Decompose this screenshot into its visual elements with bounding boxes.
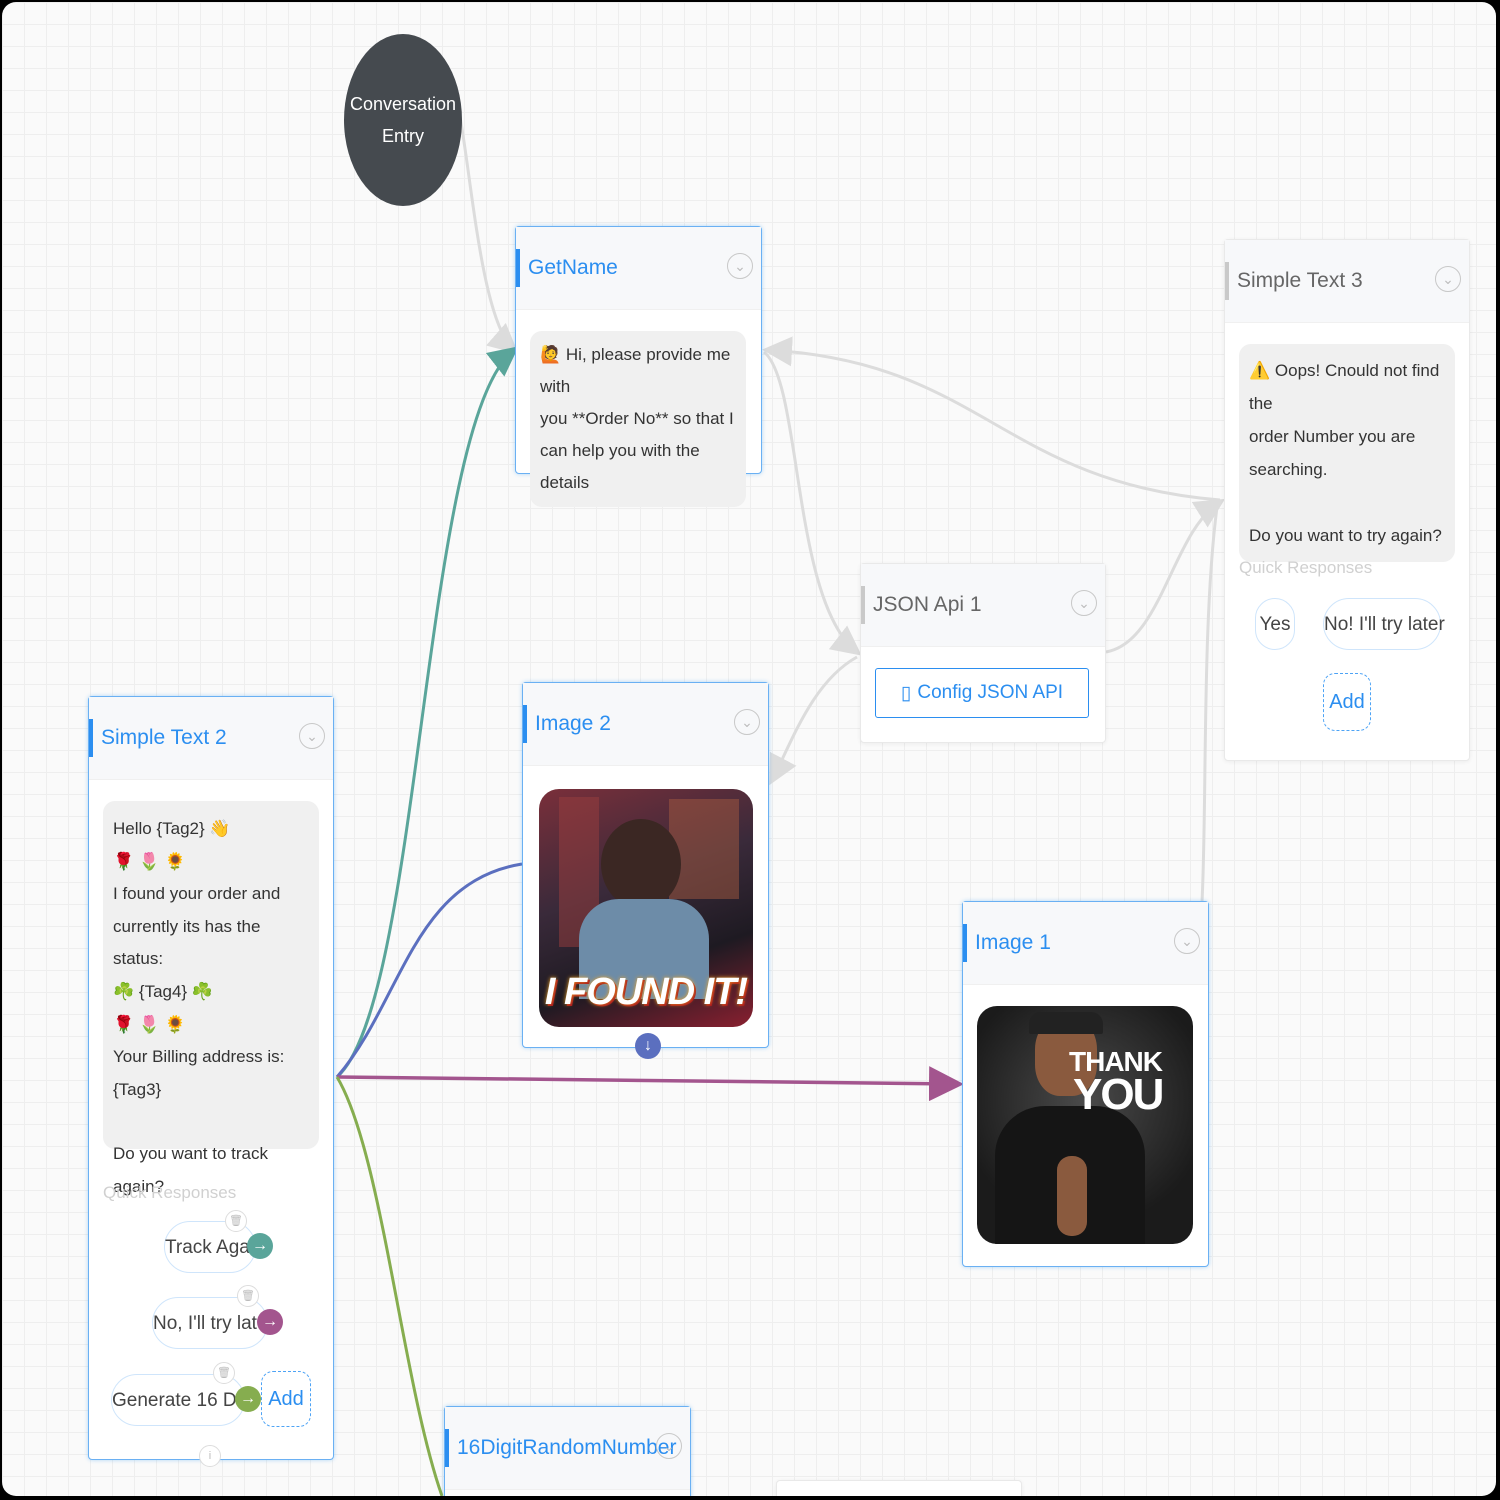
arrow-right-icon[interactable]: → bbox=[257, 1309, 283, 1335]
node-title: GetName bbox=[528, 256, 618, 279]
edge-getname-json bbox=[762, 350, 862, 656]
message-bubble: 🙋 Hi, please provide me with you **Order… bbox=[530, 331, 746, 507]
entry-label-line2: Entry bbox=[381, 126, 424, 146]
node-title: Image 2 bbox=[535, 712, 611, 735]
chevron-down-icon[interactable]: ⌄ bbox=[1071, 590, 1097, 616]
chevron-down-icon[interactable]: ⌄ bbox=[1174, 928, 1200, 954]
edge-st3-getname bbox=[762, 336, 1221, 502]
chevron-down-icon[interactable]: ⌄ bbox=[1435, 266, 1461, 292]
edge-st2-image2 bbox=[335, 862, 523, 1078]
node-header[interactable]: Image 2 ⌄ bbox=[523, 683, 768, 766]
response-yes[interactable]: Yes bbox=[1255, 598, 1295, 650]
node-header[interactable]: Simple Text 3 ⌄ bbox=[1225, 240, 1469, 323]
node-header[interactable]: 16DigitRandomNumber ⌄ bbox=[445, 1407, 690, 1490]
conversation-entry-node[interactable]: Conversation Entry bbox=[344, 34, 462, 206]
node-header[interactable]: GetName ⌄ bbox=[516, 227, 761, 310]
edge-st2-image1 bbox=[336, 1066, 964, 1102]
output-port-icon[interactable]: i bbox=[199, 1445, 221, 1467]
node-header[interactable]: Image 1 ⌄ bbox=[963, 902, 1208, 985]
image-1-node[interactable]: Image 1 ⌄ THANK YOU bbox=[962, 901, 1209, 1267]
chevron-down-icon[interactable]: ⌄ bbox=[727, 253, 753, 279]
partial-node[interactable] bbox=[776, 1480, 1022, 1496]
chevron-down-icon[interactable]: ⌄ bbox=[299, 723, 325, 749]
thank-you-image: THANK YOU bbox=[977, 1006, 1193, 1244]
edge-json-st3 bbox=[1105, 498, 1226, 654]
chevron-down-icon[interactable]: ⌄ bbox=[656, 1433, 682, 1459]
image-2-node[interactable]: Image 2 ⌄ I FOUND IT! ↓ bbox=[522, 682, 769, 1059]
arrow-right-icon[interactable]: → bbox=[247, 1233, 273, 1259]
add-response-button[interactable]: Add bbox=[1323, 673, 1371, 731]
quick-responses-label: Quick Responses bbox=[103, 1183, 237, 1202]
edge-st2-getname bbox=[336, 346, 519, 1079]
quick-responses-label: Quick Responses bbox=[1239, 558, 1373, 577]
edge-json-image2 bbox=[769, 655, 858, 786]
trash-icon[interactable]: 🗑 bbox=[237, 1285, 259, 1307]
trash-icon[interactable]: 🗑 bbox=[213, 1362, 235, 1384]
config-json-api-button[interactable]: ▯ Config JSON API bbox=[875, 668, 1089, 718]
edge-st2-random bbox=[335, 1076, 444, 1496]
random-number-node[interactable]: 16DigitRandomNumber ⌄ bbox=[444, 1406, 691, 1496]
edge-entry-getname bbox=[458, 116, 519, 354]
node-title: Simple Text 3 bbox=[1237, 269, 1363, 292]
node-header[interactable]: Simple Text 2 ⌄ bbox=[89, 697, 333, 780]
caption-you: YOU bbox=[1073, 1070, 1164, 1119]
message-bubble: Hello {Tag2} 👋 🌹 🌷 🌻 I found your order … bbox=[103, 801, 319, 1196]
trash-icon[interactable]: 🗑 bbox=[225, 1210, 247, 1232]
node-title: Image 1 bbox=[975, 931, 1051, 954]
json-api-1-node[interactable]: JSON Api 1 ⌄ ▯ Config JSON API bbox=[860, 563, 1106, 743]
response-try-later[interactable]: No! I'll try later bbox=[1323, 598, 1445, 650]
chevron-down-icon[interactable]: ⌄ bbox=[734, 709, 760, 735]
entry-label-line1: Conversation bbox=[349, 94, 457, 114]
person-silhouette bbox=[601, 819, 681, 909]
simple-text-2-node[interactable]: Simple Text 2 ⌄ Hello {Tag2} 👋 🌹 🌷 🌻 I f… bbox=[88, 696, 334, 1467]
add-response-button[interactable]: Add bbox=[261, 1371, 311, 1427]
getname-node[interactable]: GetName ⌄ 🙋 Hi, please provide me with y… bbox=[515, 226, 762, 507]
document-icon: ▯ bbox=[900, 682, 912, 704]
node-header[interactable]: JSON Api 1 ⌄ bbox=[861, 564, 1105, 647]
output-port-arrow[interactable]: ↓ bbox=[635, 1033, 661, 1059]
arrow-right-icon[interactable]: → bbox=[235, 1386, 261, 1412]
message-bubble: ⚠️ Oops! Cnould not find the order Numbe… bbox=[1239, 344, 1455, 562]
node-title: 16DigitRandomNumber bbox=[457, 1436, 677, 1459]
gif-caption: I FOUND IT! bbox=[544, 971, 748, 1013]
simple-text-3-node[interactable]: Simple Text 3 ⌄ ⚠️ Oops! Cnould not find… bbox=[1224, 239, 1470, 761]
caption-thank: THANK bbox=[1069, 1046, 1163, 1077]
edge-image1-st3 bbox=[1200, 506, 1219, 903]
node-title: Simple Text 2 bbox=[101, 726, 227, 749]
gif-image: I FOUND IT! bbox=[539, 789, 753, 1027]
node-title: JSON Api 1 bbox=[873, 593, 982, 616]
